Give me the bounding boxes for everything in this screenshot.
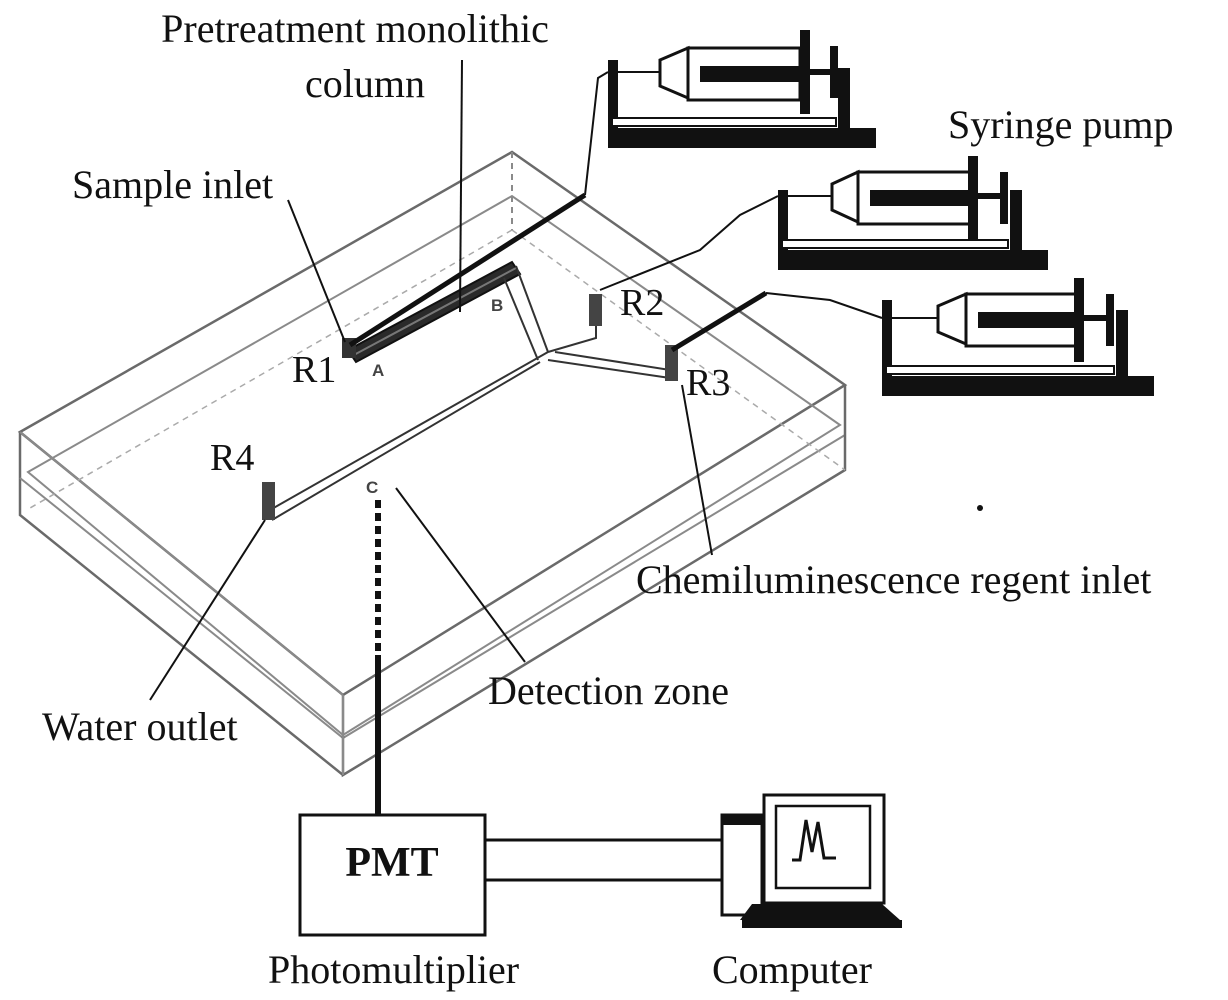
point-a-label: A	[372, 361, 384, 380]
chip-left-face	[18, 432, 344, 776]
sample-inlet-label: Sample inlet	[72, 162, 273, 207]
r4-label: R4	[210, 437, 254, 479]
pretreatment-label-line2: column	[305, 61, 425, 106]
tube-sample	[348, 192, 587, 348]
chip-inner-layer	[26, 194, 842, 737]
point-b-label: B	[491, 296, 503, 315]
tube-r2	[599, 195, 779, 291]
tube-r3	[670, 290, 768, 353]
r3-label: R3	[686, 362, 730, 404]
syringe-pump-icon	[608, 30, 1154, 396]
computer-label: Computer	[712, 947, 872, 992]
chemiluminescence-inlet-label: Chemiluminescence regent inlet	[636, 557, 1151, 602]
syringe-pump-label: Syringe pump	[948, 102, 1174, 147]
water-outlet-label: Water outlet	[42, 704, 238, 749]
chromatogram-peak-icon	[792, 819, 836, 862]
photomultiplier-label: Photomultiplier	[268, 947, 519, 992]
pmt-label: PMT	[345, 840, 438, 886]
syringe-pump-2	[778, 156, 1048, 270]
r1-label: R1	[292, 349, 336, 391]
syringe-pump-3	[882, 278, 1154, 396]
reservoir-r4	[262, 482, 275, 520]
r2-label: R2	[620, 282, 664, 324]
syringe-pump-1	[608, 30, 876, 148]
tubing	[348, 71, 883, 353]
leader-lines	[149, 59, 713, 701]
reservoirs	[262, 294, 678, 520]
computer-icon	[720, 793, 902, 928]
reservoir-r2	[589, 294, 602, 326]
detection-zone-label: Detection zone	[488, 668, 729, 713]
computer-tower	[720, 813, 764, 917]
reservoir-r3	[665, 345, 678, 381]
point-c-label: C	[366, 478, 378, 497]
computer-keyboard	[740, 904, 900, 920]
pretreatment-label-line1: Pretreatment monolithic	[161, 6, 549, 51]
pmt-computer-cable	[483, 838, 727, 882]
microfluidic-chip	[17, 150, 848, 778]
